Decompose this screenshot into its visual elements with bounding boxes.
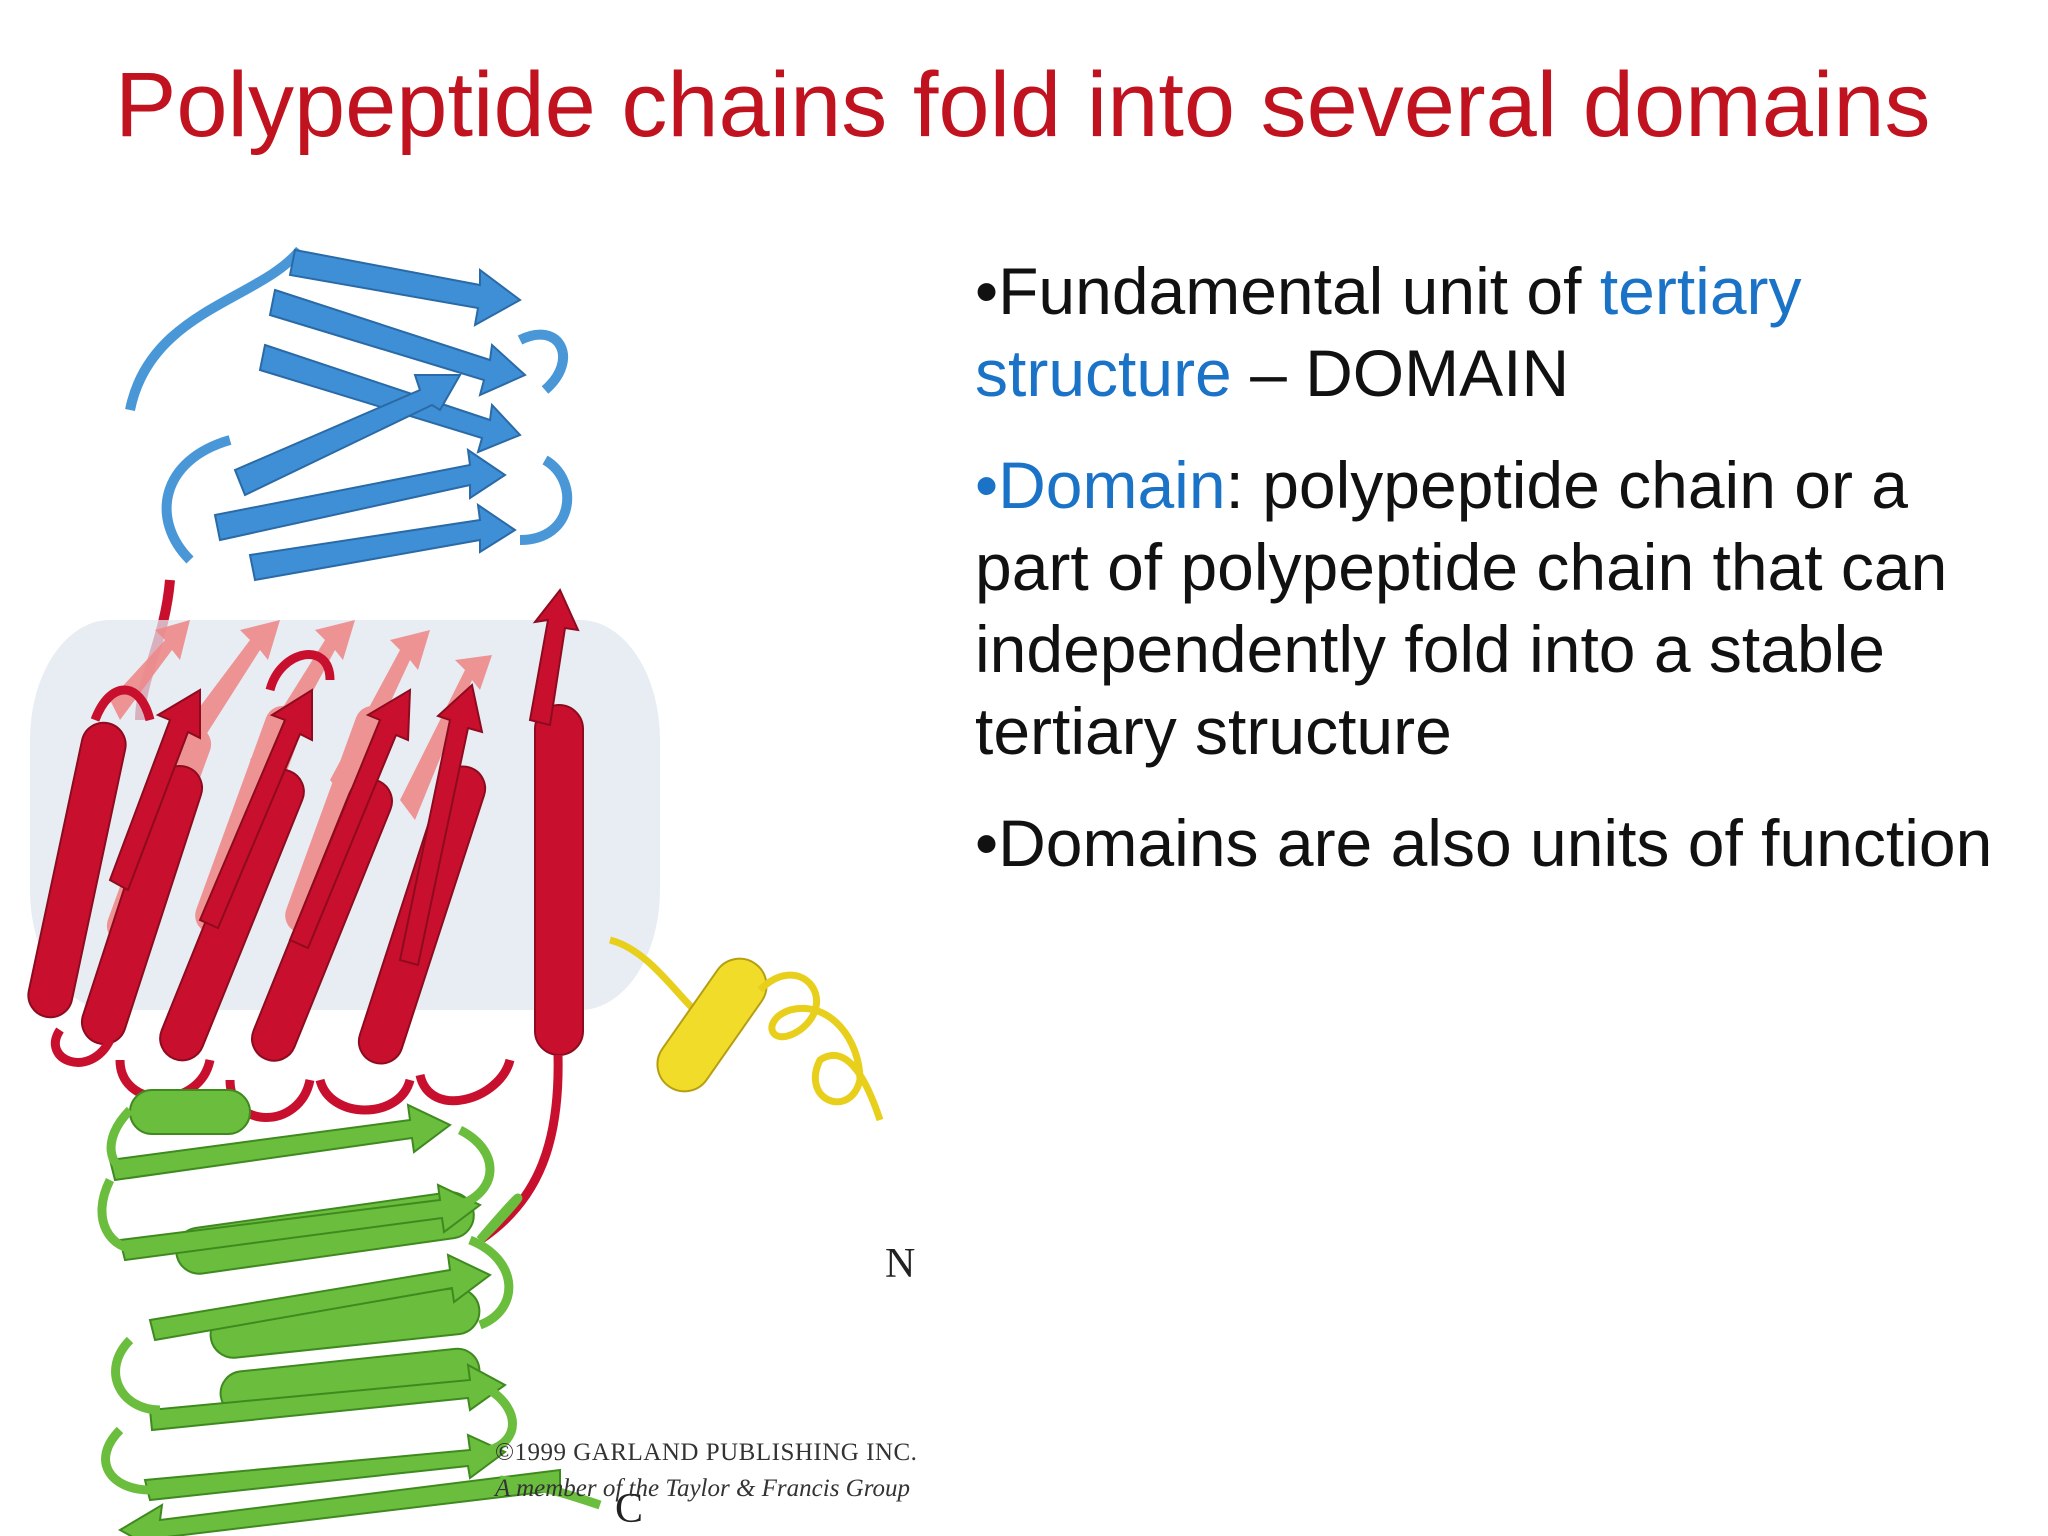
copyright-line: ©1999 GARLAND PUBLISHING INC. [495,1439,918,1466]
bullet-2-rest: : polypeptide chain or a part of polypep… [975,448,1948,768]
bullet-2-highlight: •Domain [975,448,1226,522]
bullet-1-prefix: •Fundamental unit of [975,254,1600,328]
figure-copyright: ©1999 GARLAND PUBLISHING INC. A member o… [495,1435,995,1507]
red-front-helices [27,588,584,1065]
slide-title: Polypeptide chains fold into several dom… [115,54,1931,156]
bullet-units-of-function: •Domains are also units of function [975,802,2025,884]
n-terminus-label: N [885,1241,916,1287]
bullet-list: •Fundamental unit of tertiary structure … [975,250,2025,914]
green-beta-domain [108,1089,561,1536]
protein-domain-figure: N C [0,160,980,1536]
bullet-domain-definition: •Domain: polypeptide chain or a part of … [975,444,2025,772]
yellow-helix-domain [609,936,884,1122]
green-loops [97,1106,602,1510]
c-terminus-label: C [615,1486,644,1532]
bullet-tertiary-structure: •Fundamental unit of tertiary structure … [975,250,2025,414]
protein-ribbon-diagram [27,246,884,1536]
bullet-1-highlight: tertiary structure [975,254,1802,410]
blue-beta-domain [125,246,573,721]
bullet-1-suffix: – DOMAIN [1231,336,1570,410]
publisher-line: A member of the Taylor & Francis Group [495,1475,911,1502]
bullet-3-text: •Domains are also units of function [975,806,1993,880]
